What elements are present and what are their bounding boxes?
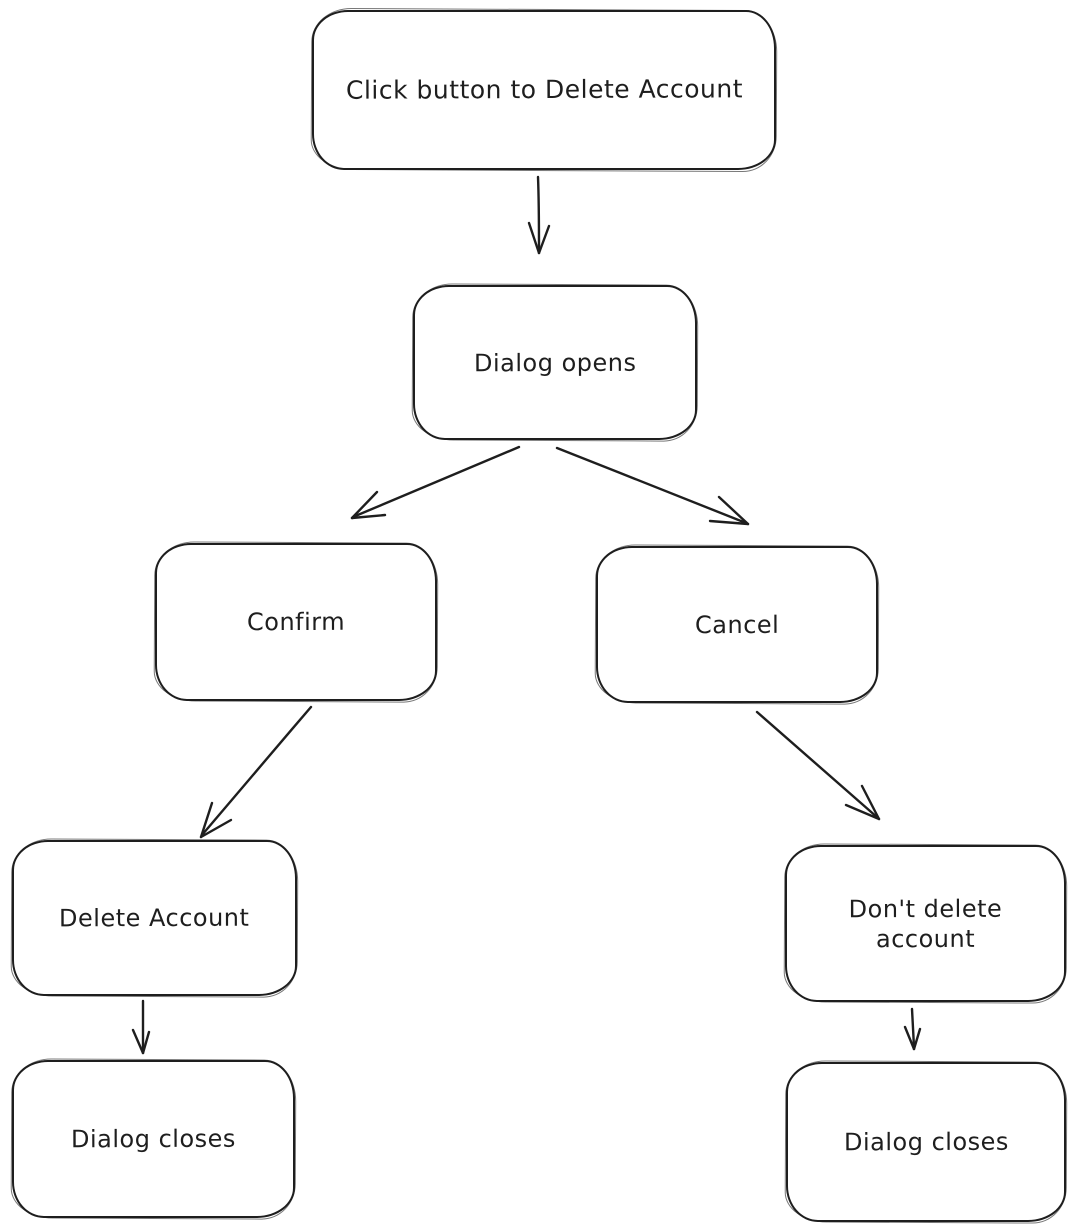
edge-delete-account-to-dialog-closes (131, 999, 151, 1055)
node-label: Click button to Delete Account (345, 74, 743, 106)
node-label: Confirm (246, 607, 346, 637)
edge-dialog-opens-to-cancel (555, 446, 750, 526)
node-label: Dialog closes (70, 1124, 236, 1154)
node-label: Dialog opens (473, 348, 637, 377)
node-cancel: Cancel (596, 546, 878, 703)
edge-dont-delete-to-dialog-closes (903, 1007, 922, 1051)
node-dialog-closes-right: Dialog closes (786, 1062, 1066, 1222)
edge-dialog-opens-to-confirm (350, 445, 521, 520)
edge-cancel-to-dont-delete (755, 710, 881, 821)
node-click-button-to-delete-account: Click button to Delete Account (312, 10, 776, 170)
node-delete-account: Delete Account (12, 840, 297, 996)
node-confirm: Confirm (155, 543, 437, 701)
edge-confirm-to-delete-account (199, 705, 313, 839)
node-dialog-opens: Dialog opens (413, 285, 697, 440)
node-label: Don't delete account (848, 894, 1003, 953)
node-label: Delete Account (59, 903, 250, 933)
node-label: Cancel (694, 610, 780, 639)
node-dont-delete-account: Don't delete account (785, 845, 1066, 1002)
node-label: Dialog closes (843, 1127, 1009, 1157)
node-dialog-closes-left: Dialog closes (12, 1060, 295, 1218)
edge-start-to-dialog-opens (527, 175, 551, 255)
